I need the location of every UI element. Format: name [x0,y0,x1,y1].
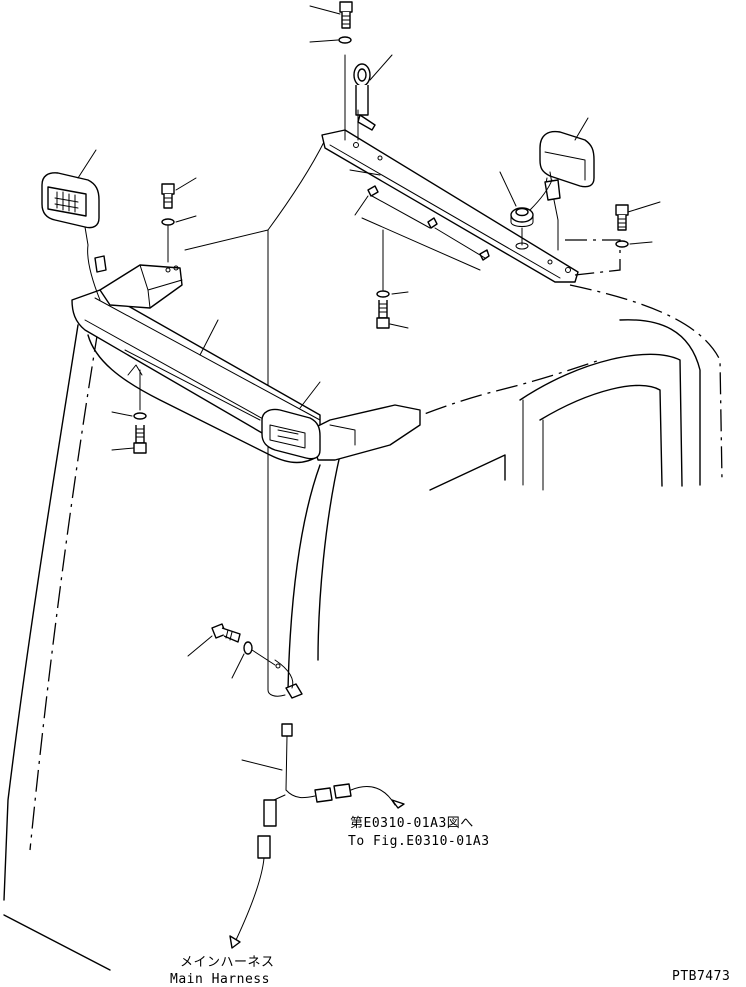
eye-bolt [344,54,393,141]
main-harness-label-en: Main Harness [170,972,270,987]
lower-bolt [187,623,241,657]
lower-washer [231,641,281,679]
left-lower-washer [111,364,147,420]
left-lower-bolt [111,425,147,454]
front-lamp-bar [71,289,421,461]
left-top-bolt [161,177,197,209]
grommet [499,171,553,250]
right-washer [615,240,653,248]
top-bolt [309,1,353,29]
harness-wire [229,723,405,949]
mid-bolt [376,229,409,329]
wire-clips [349,169,490,271]
left-work-lamp [41,149,107,301]
top-washer [309,36,352,44]
front-center-lamp [261,381,321,460]
left-top-washer [161,215,197,263]
to-fig-label-en: To Fig.E0310-01A3 [348,834,490,849]
main-harness-label-jp: メインハーネス [180,955,275,970]
harness-connector-top [274,659,303,699]
rear-work-lamp [539,117,595,251]
drawing-number: PTB7473 [672,969,731,984]
right-bolt [615,201,661,231]
left-mount-block [99,264,183,309]
to-fig-label-jp: 第E0310-01A3図へ [350,816,474,831]
mid-washer [376,290,409,298]
